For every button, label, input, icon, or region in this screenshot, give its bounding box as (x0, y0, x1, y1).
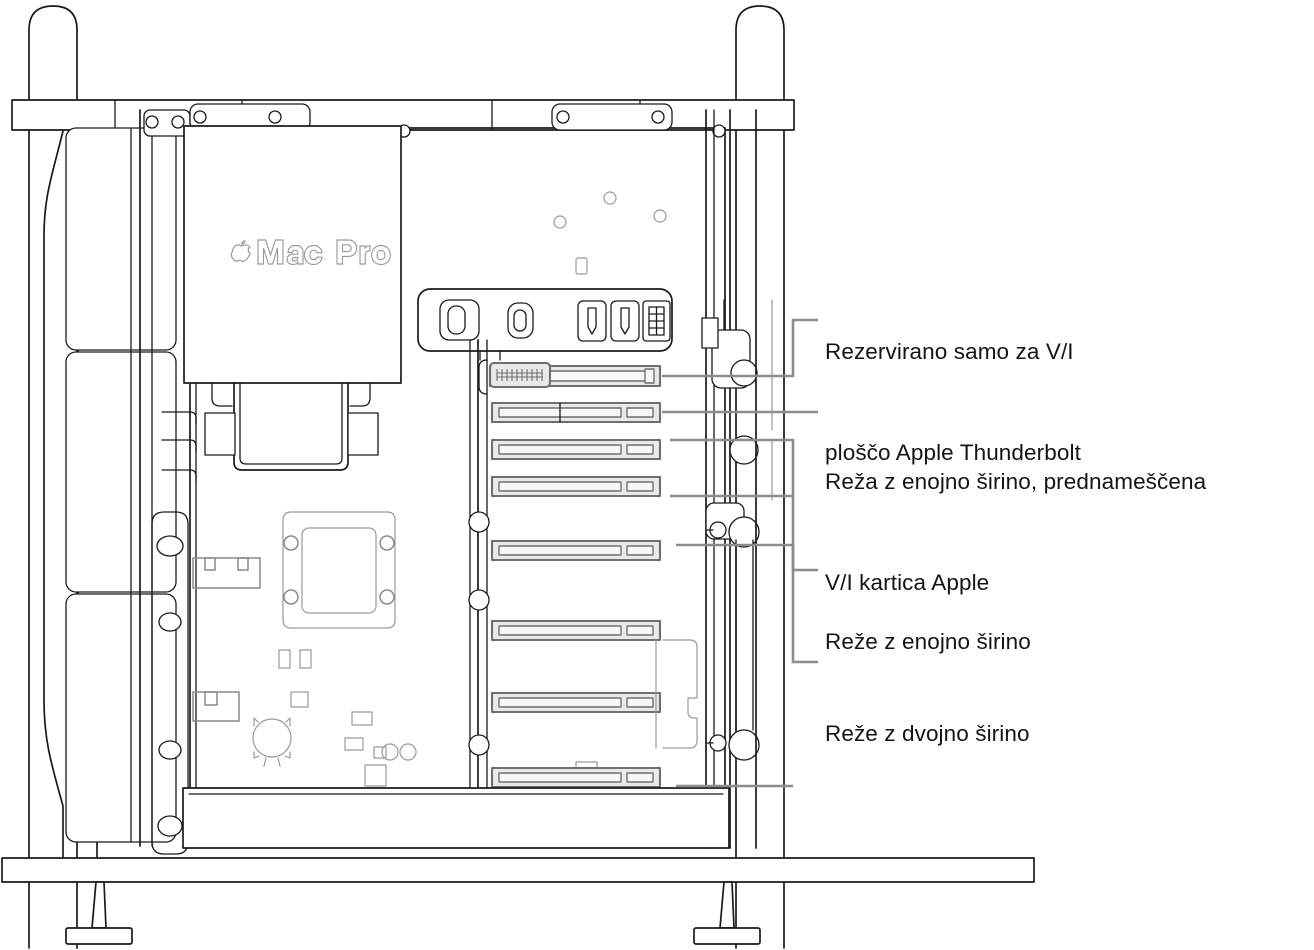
pcie-slot-4 (490, 475, 662, 498)
double-width-card-bracket (655, 639, 698, 749)
leader-thunderbolt-io-board (662, 318, 818, 378)
connector-header-top (192, 557, 261, 589)
foot-right (693, 881, 761, 945)
callout-line-1: Reže z enojno širino (825, 629, 1031, 654)
connector-header-bottom (192, 691, 240, 722)
mac-pro-wordmark (257, 239, 391, 266)
headphone-jack-port (439, 299, 480, 341)
battery-holder (252, 717, 292, 767)
handle-right (735, 5, 785, 949)
callout-line-1: Rezervirano samo za V/I (825, 339, 1074, 364)
ethernet-port (642, 300, 671, 342)
logic-board-components (192, 511, 598, 787)
power-supply-unit (183, 125, 402, 471)
pcie-slot-3 (490, 438, 662, 461)
bottom-compartment (182, 787, 730, 849)
right-side-rail (701, 109, 773, 849)
callout-line-2: V/I kartica Apple (825, 569, 990, 595)
callout-line-1: Reže z dvojno širino (825, 721, 1030, 746)
thunderbolt-port-2 (610, 300, 640, 342)
apple-logo-icon (230, 240, 251, 262)
io-port-panel (417, 288, 673, 361)
callout-single-width-slots: Reže z enojno širino (825, 558, 1031, 726)
leader-double-width-slots (676, 543, 818, 788)
pcie-slot-1 (478, 359, 662, 395)
usb-c-port (507, 302, 534, 339)
pcie-slot-8 (490, 766, 662, 789)
leader-lines (662, 318, 818, 788)
foot-left (65, 881, 133, 945)
pcie-slot-7 (490, 691, 662, 714)
pcie-backplane-edges (468, 339, 490, 801)
pcie-slot-6 (490, 619, 662, 642)
board-vias (553, 191, 667, 275)
left-fan-panels (65, 127, 177, 843)
cpu-socket (282, 511, 396, 629)
base-plate (1, 857, 1035, 883)
leader-single-width-slots (670, 438, 818, 572)
left-inner-rail (139, 109, 197, 855)
handle-left (28, 5, 78, 949)
pcie-slot-2 (490, 401, 662, 424)
thunderbolt-port-1 (577, 300, 607, 342)
callout-line-2: ploščo Apple Thunderbolt (825, 439, 1081, 465)
callout-thunderbolt-io-board: Rezervirano samo za V/I ploščo Apple Thu… (825, 268, 1081, 536)
callout-line-1: Reža z enojno širino, prednameščena (825, 469, 1207, 494)
pcie-slot-stack (478, 359, 662, 789)
callout-double-width-slots: Reže z dvojno širino (825, 650, 1030, 818)
callout-single-width-preinstalled: Reža z enojno širino, prednameščena V/I … (825, 398, 1206, 666)
pcie-slot-5 (490, 539, 662, 562)
